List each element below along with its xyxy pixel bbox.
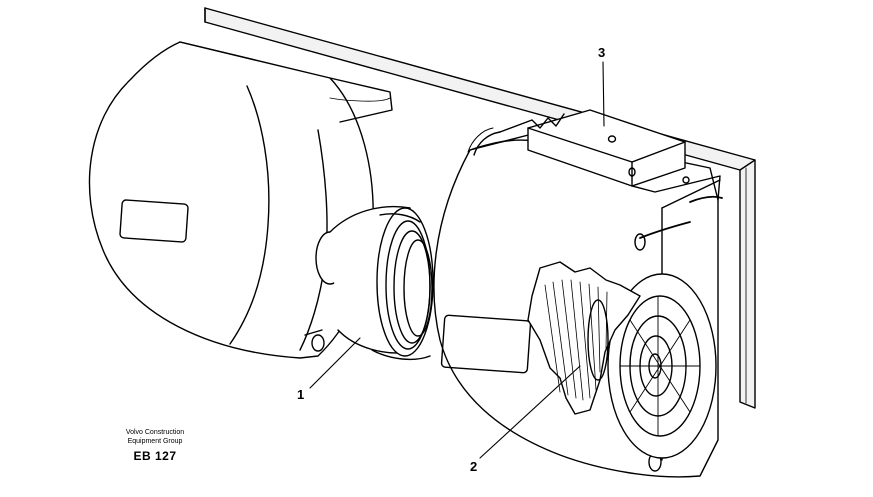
impeller — [527, 261, 641, 415]
publisher-credit: Volvo Construction Equipment Group EB 12… — [108, 428, 202, 463]
leader-lines — [309, 61, 605, 459]
figure-code: EB 127 — [133, 449, 177, 463]
mounting-plate — [204, 7, 756, 409]
blower-motor — [315, 205, 434, 361]
callout-3-label: 3 — [598, 45, 606, 60]
resistor-pack — [467, 109, 721, 201]
fan-grille — [607, 273, 717, 459]
credit-line-2: Equipment Group — [127, 438, 183, 445]
callout-2-label: 2 — [470, 459, 478, 474]
credit-line-1: Volvo Construction — [125, 429, 185, 436]
left-blower-housing — [88, 41, 393, 359]
callout-1-label: 1 — [297, 387, 305, 402]
